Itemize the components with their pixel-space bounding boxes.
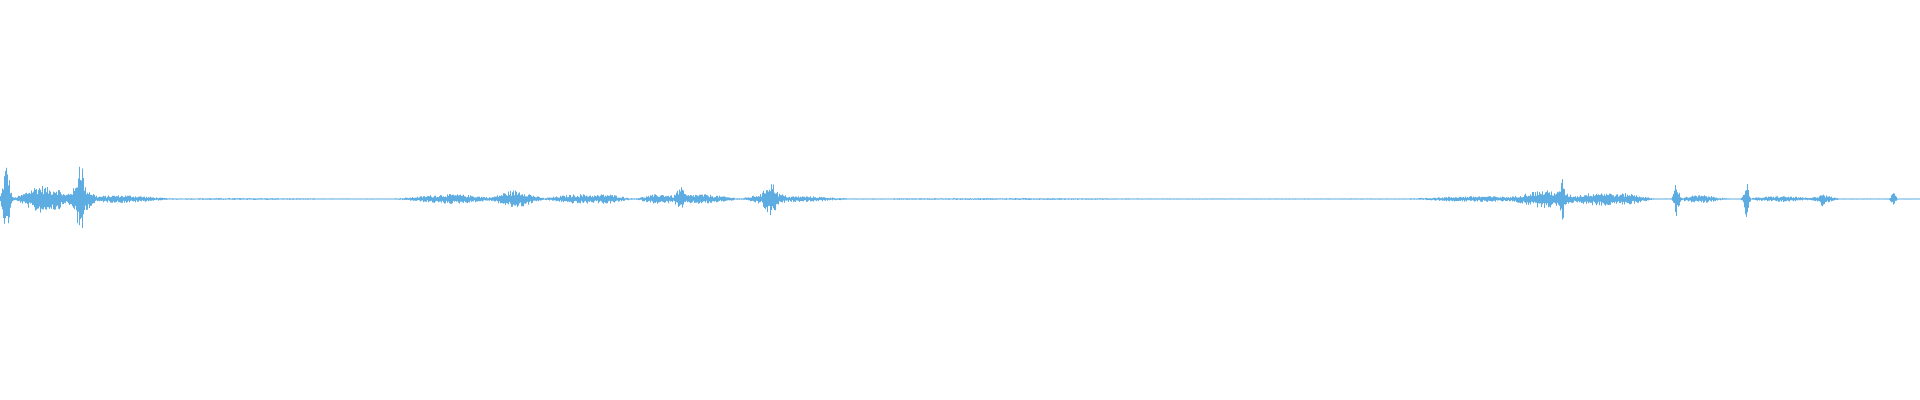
waveform-amplitude-path: [0, 166, 1920, 229]
waveform-amplitude-bars: [0, 166, 1920, 229]
